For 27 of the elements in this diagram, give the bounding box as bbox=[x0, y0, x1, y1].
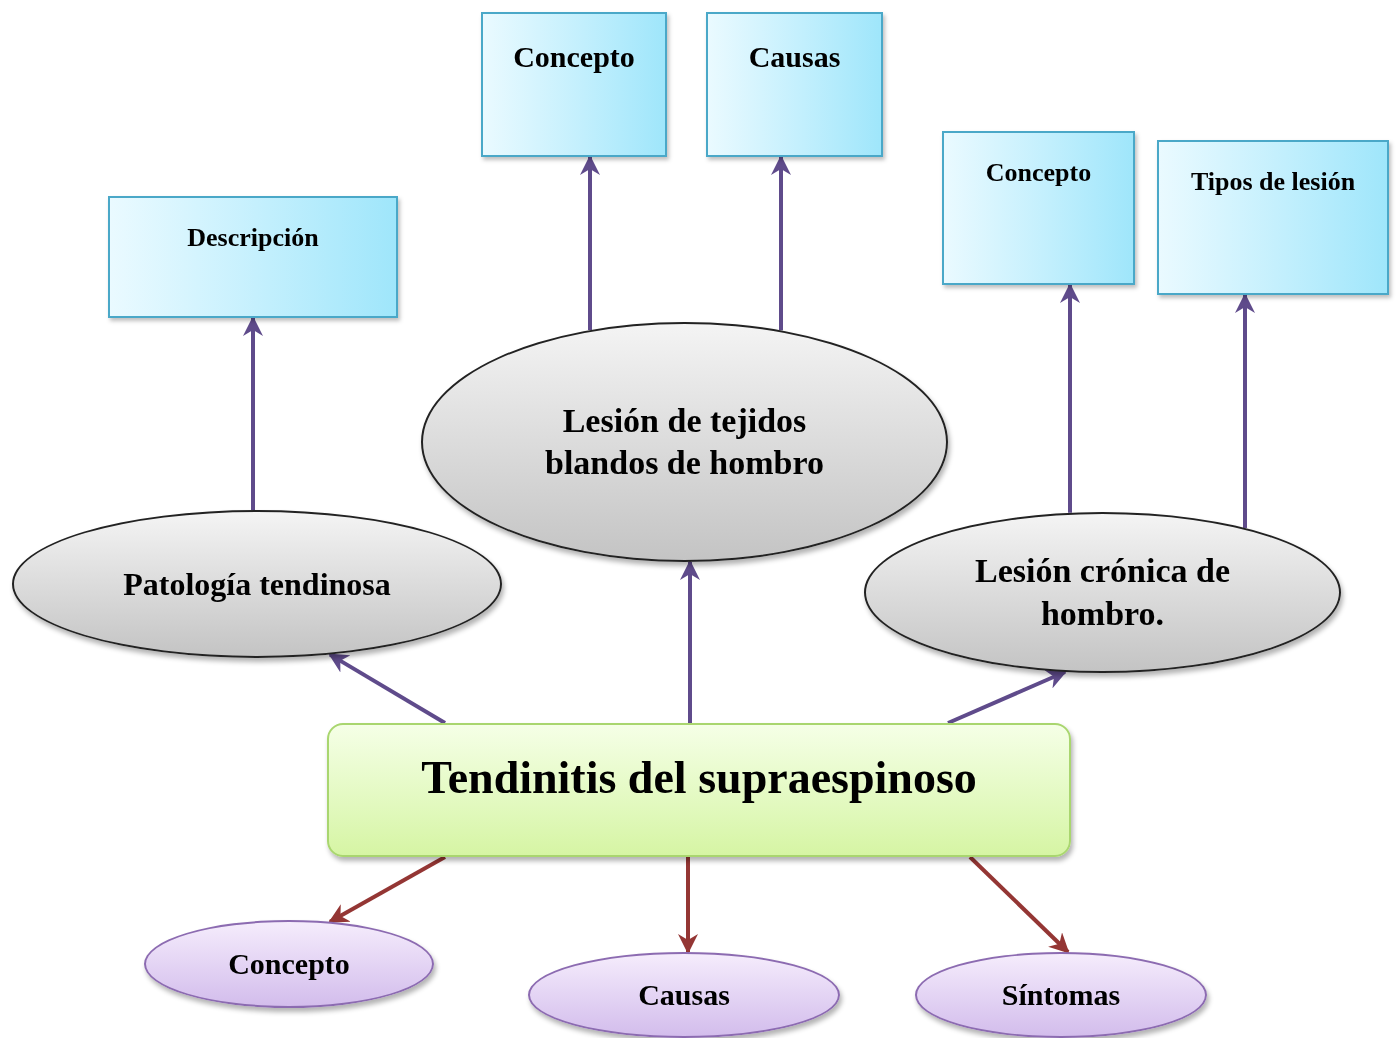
arrow bbox=[678, 857, 698, 954]
node-label: Concepto bbox=[228, 946, 350, 983]
main-topic-box bbox=[327, 723, 1071, 857]
topic-box bbox=[108, 196, 398, 318]
node-label: Descripción bbox=[187, 222, 319, 254]
arrow bbox=[1235, 293, 1255, 528]
node-label: Síntomas bbox=[1001, 977, 1121, 1014]
arrow bbox=[947, 670, 1067, 725]
node-label: Patología tendinosa bbox=[123, 565, 391, 604]
topic-box bbox=[942, 131, 1135, 285]
topic-box bbox=[481, 12, 667, 157]
arrow bbox=[771, 155, 791, 331]
node-label: Concepto bbox=[513, 39, 635, 75]
node-label: Lesión crónica de hombro. bbox=[974, 551, 1231, 634]
node-label: Lesión de tejidos blandos de hombro bbox=[543, 400, 825, 483]
arrow bbox=[968, 855, 1070, 954]
node-label: Tendinitis del supraespinoso bbox=[421, 751, 977, 805]
topic-box bbox=[1157, 140, 1389, 295]
arrow bbox=[1060, 283, 1080, 513]
node-label: Causas bbox=[748, 39, 841, 75]
node-label: Concepto bbox=[985, 157, 1092, 189]
topic-box bbox=[706, 12, 883, 157]
arrow bbox=[243, 316, 263, 510]
node-label: Tipos de lesión bbox=[1190, 166, 1356, 198]
node-label: Causas bbox=[638, 977, 730, 1014]
arrow bbox=[580, 155, 600, 330]
arrow bbox=[680, 559, 700, 723]
